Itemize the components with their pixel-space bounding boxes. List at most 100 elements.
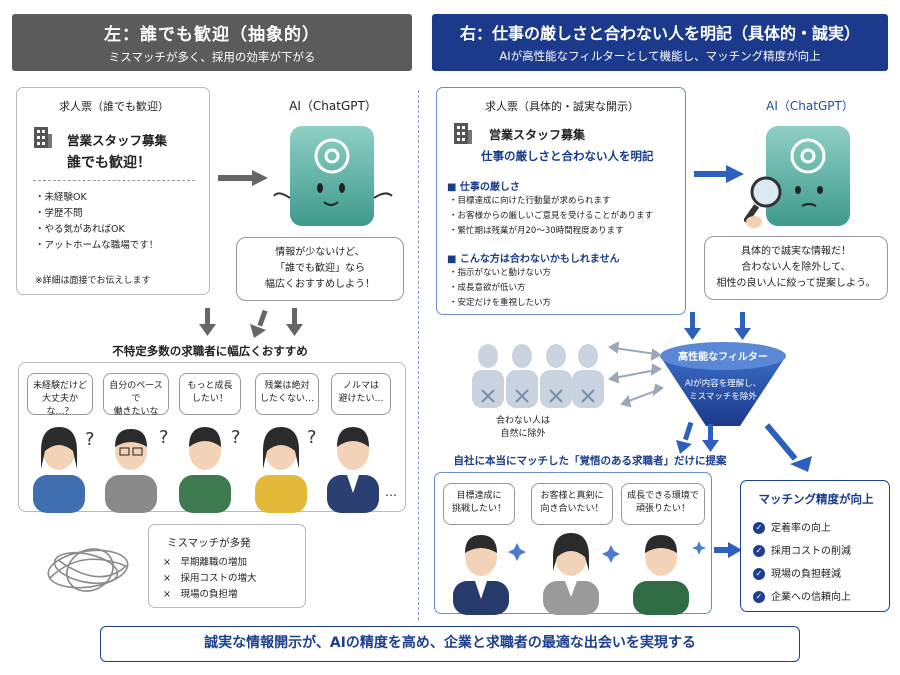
candidate-bubble: 未経験だけど大丈夫かな…？ [27, 373, 93, 417]
right-ai-label: AI（ChatGPT） [766, 99, 854, 113]
check-icon: ✓ [753, 545, 765, 557]
arrows-down-icon [199, 308, 303, 338]
arrow-right-icon [694, 165, 744, 183]
footer-banner: 誠実な情報開示が、AIの精度を高め、企業と求職者の最適な出会いを実現する [100, 626, 800, 662]
mismatch-item: × 現場の負担増 [163, 589, 238, 600]
left-job-items: ・未経験OK ・学歴不問 ・やる気があればOK ・アットホームな職場です！ [35, 190, 158, 254]
bubble-line: 大丈夫かな…？ [41, 394, 78, 417]
right-job-label: 求人票（具体的・誠実な開示） [485, 100, 639, 113]
candidate-bubble: もっと成長したい！ [179, 373, 241, 415]
bubble-line: 残業は絶対 [264, 381, 310, 391]
arrows-down-icon [676, 421, 812, 472]
left-ai-bubble-line: 「誰でも歓迎」なら [275, 263, 365, 274]
mismatch-item: × 早期離職の増加 [163, 557, 247, 568]
left-ellipsis: … [385, 485, 397, 499]
bubble-line: 自分のペースで [109, 381, 163, 404]
right-matched-box: 目標達成に挑戦したい！ お客様と真剣に向き合いたい！ 成長できる環境で頑張りたい… [434, 472, 712, 615]
right-ai-bubble: 具体的で誠実な情報だ！ 合わない人を除外して、 相性の良い人に絞って提案しよう。 [704, 236, 888, 300]
candidate-bubble: 自分のペースで働きたいな [103, 373, 169, 417]
right-header: 右：仕事の厳しさと合わない人を明記（具体的・誠実） AIが高性能なフィルターとし… [432, 14, 888, 71]
right-ai-bubble-line: 合わない人を除外して、 [741, 262, 851, 273]
result-item-label: 採用コストの削減 [771, 546, 851, 557]
mismatch-item: × 採用コストの増大 [163, 573, 257, 584]
sparkle-icon [508, 543, 526, 561]
left-job-title2: 誰でも歓迎！ [67, 155, 151, 171]
left-ai-bubble-line: 幅広くおすすめしよう！ [265, 279, 375, 290]
right-job-sec2-item: ・安定だけを重視したい方 [449, 298, 552, 308]
bubble-line: お客様と真剣に [540, 491, 604, 501]
person-icon [255, 427, 307, 513]
person-icon [33, 427, 85, 513]
result-item-label: 現場の負担軽減 [771, 569, 841, 580]
sparkle-icon [602, 545, 620, 563]
svg-text:?: ? [85, 429, 95, 450]
right-header-sub: AIが高性能なフィルターとして機能し、マッチング精度が向上 [499, 49, 821, 63]
arrow-right-icon [218, 170, 268, 186]
filter-text: AIが内容を理解し、 ミスマッチを除外 [658, 378, 788, 404]
bubble-line: ノルマは [342, 381, 379, 391]
excluded-people-illustration [472, 344, 604, 408]
left-candidates-box: 未経験だけど大丈夫かな…？ 自分のペースで働きたいな もっと成長したい！ 残業は… [18, 362, 406, 513]
right-job-sec1-item: ・お客様からの厳しいご意見を受けることがあります [449, 211, 654, 221]
left-header: 左：誰でも歓迎（抽象的） ミスマッチが多く、採用の効率が下がる [12, 14, 412, 71]
check-icon: ✓ [753, 522, 765, 534]
right-job-sec1-item: ・繁忙期は残業が月20〜30時間程度あります [449, 226, 624, 236]
left-job-divider [33, 180, 195, 181]
candidate-bubble: 残業は絶対したくない… [255, 373, 319, 415]
result-item: ✓現場の負担軽減 [753, 563, 851, 586]
person-icon [179, 427, 231, 513]
left-ai-label: AI（ChatGPT） [289, 99, 377, 113]
excluded-label-line: 自然に除外 [500, 429, 546, 439]
excluded-label-line: 合わない人は [495, 416, 550, 426]
result-item: ✓ 採用コストの削減 [753, 540, 851, 563]
bubble-line: 挑戦したい！ [451, 504, 506, 514]
left-header-sub: ミスマッチが多く、採用の効率が下がる [108, 50, 316, 64]
left-header-title: 左：誰でも歓迎（抽象的） [104, 25, 320, 45]
building-icon [34, 127, 52, 148]
left-job-item: ・未経験OK [35, 192, 87, 203]
bubble-line: 働きたいな [113, 407, 159, 417]
left-ai-robot [268, 118, 398, 233]
bubble-line: 頑張りたい！ [635, 504, 690, 514]
left-job-item: ・アットホームな職場です！ [35, 240, 159, 251]
bubble-line: 向き合いたい！ [540, 504, 604, 514]
filter-funnel-icon [660, 342, 786, 426]
right-job-sec2-item: ・成長意欲が低い方 [449, 283, 526, 293]
matched-bubble: 目標達成に挑戦したい！ [443, 483, 515, 525]
right-job-title2: 仕事の厳しさと合わない人を明記 [481, 149, 654, 163]
double-arrows-icon [608, 341, 664, 408]
person-icon [453, 535, 509, 615]
left-ai-bubble-line: 情報が少ないけど、 [275, 247, 365, 258]
result-title: マッチング精度が向上 [758, 492, 874, 506]
right-job-sec1: ■ 仕事の厳しさ [447, 182, 520, 193]
filter-text-line: ミスマッチを除外 [689, 392, 757, 402]
footer-text: 誠実な情報開示が、AIの精度を高め、企業と求職者の最適な出会いを実現する [204, 635, 696, 651]
bubble-line: したい！ [191, 394, 228, 404]
right-job-sec2: ■ こんな方は合わないかもしれません [447, 254, 620, 265]
left-job-title1: 営業スタッフ募集 [67, 133, 168, 148]
person-icon [543, 533, 599, 615]
check-icon: ✓ [753, 591, 765, 603]
bubble-line: したくない… [259, 394, 314, 404]
left-job-item: ・学歴不問 [35, 208, 83, 219]
bubble-line: もっと成長 [187, 381, 233, 391]
filter-title: 高性能なフィルター [678, 352, 768, 363]
left-job-note: ※詳細は面接でお伝えします [35, 276, 151, 286]
person-icon [633, 535, 689, 615]
left-job-posting: 求人票（誰でも歓迎） 営業スタッフ募集 誰でも歓迎！ ・未経験OK ・学歴不問 … [16, 87, 210, 295]
right-header-title: 右：仕事の厳しさと合わない人を明記（具体的・誠実） [459, 24, 860, 43]
candidates-illustration: ? ? ? ? [33, 427, 379, 513]
arrows-down-icon [684, 312, 751, 340]
right-ai-bubble-line: 相性の良い人に絞って提案しよう。 [716, 278, 876, 289]
svg-text:?: ? [231, 427, 241, 448]
matched-candidates-illustration [453, 533, 706, 615]
center-divider [418, 90, 419, 620]
left-job-item: ・やる気があればOK [35, 224, 125, 235]
matched-bubble: 成長できる環境で頑張りたい！ [621, 483, 705, 525]
right-job-posting: 求人票（具体的・誠実な開示） 営業スタッフ募集 仕事の厳しさと合わない人を明記 … [436, 87, 686, 315]
mismatch-title: ミスマッチが多発 [167, 537, 251, 549]
result-item: ✓企業への信頼向上 [753, 586, 851, 609]
person-icon [105, 429, 157, 513]
magnifier-icon [744, 176, 782, 228]
right-job-title1: 営業スタッフ募集 [489, 128, 586, 142]
